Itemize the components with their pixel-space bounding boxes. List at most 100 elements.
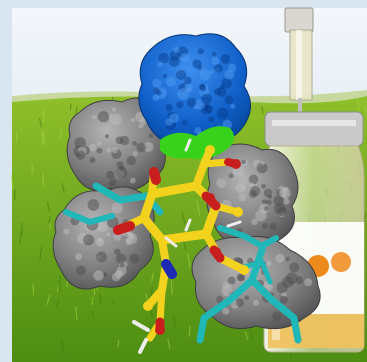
surface-bump	[136, 142, 147, 153]
surface-bump	[138, 123, 144, 129]
grass-blade	[260, 106, 264, 114]
surface-bump	[181, 119, 188, 126]
surface-bump	[63, 228, 70, 235]
grass-blade	[117, 339, 120, 348]
grass-blade	[46, 201, 50, 212]
surface-bump	[132, 140, 138, 146]
surface-bump	[97, 111, 110, 123]
syringe-icon	[284, 7, 314, 124]
surface-bump	[222, 281, 230, 289]
surface-bump	[106, 170, 115, 180]
surface-bump	[197, 48, 204, 55]
grass-blade	[91, 311, 95, 318]
grass-blade	[183, 241, 187, 251]
surface-bump	[119, 263, 125, 269]
surface-bump	[75, 265, 86, 276]
grass-blade	[41, 130, 44, 146]
surface-bump	[89, 156, 96, 163]
atom-cap	[231, 159, 241, 169]
surface-bump	[199, 69, 211, 81]
surface-bump	[285, 272, 298, 285]
surface-bump	[180, 53, 190, 62]
grass-blade	[172, 315, 177, 327]
surface-bump	[241, 159, 246, 165]
surface-bump	[214, 63, 223, 73]
surface-bump	[111, 202, 123, 214]
surface-bump	[208, 69, 214, 75]
surface-bump	[129, 253, 140, 264]
surface-bump	[273, 195, 284, 206]
atom-cap	[205, 193, 215, 203]
surface-bump	[143, 141, 154, 153]
surface-bump	[197, 65, 203, 71]
surface-bump	[106, 147, 112, 153]
surface-bump	[221, 78, 232, 89]
atom-cap	[149, 167, 159, 177]
surface-bump	[216, 107, 229, 120]
surface-bump	[119, 135, 130, 146]
surface-bump	[148, 133, 154, 139]
surface-bump	[108, 179, 117, 187]
grass-blade	[99, 293, 102, 306]
surface-bump	[238, 193, 247, 202]
grass-blade	[91, 296, 94, 306]
grass-blade	[46, 294, 51, 305]
grass-blade	[55, 299, 60, 309]
surface-bump	[165, 76, 176, 87]
surface-bump	[265, 284, 273, 291]
surface-bump	[261, 222, 268, 229]
surface-bump	[183, 76, 192, 85]
grass-blade	[49, 223, 52, 230]
grass-blade	[42, 109, 45, 122]
surface-bump	[227, 276, 236, 285]
surface-bump	[220, 54, 231, 64]
grass-blade	[56, 285, 60, 293]
grass-blade	[60, 338, 65, 354]
surface-bump	[224, 95, 234, 104]
surface-bump	[228, 173, 234, 179]
atom-caps	[113, 145, 249, 335]
surface-bump	[130, 234, 135, 239]
surface-bump	[284, 186, 289, 191]
surface-bump	[304, 278, 313, 287]
surface-bump	[255, 209, 267, 222]
atom-cap	[113, 225, 123, 235]
surface-bump	[277, 207, 287, 217]
surface-bump	[285, 256, 291, 262]
surface-bump	[260, 160, 265, 166]
surface-bump	[104, 134, 110, 139]
surface-bump	[177, 88, 189, 100]
surface-bump	[230, 103, 236, 109]
grass-blade	[39, 245, 43, 261]
surface-bump	[252, 299, 260, 306]
surface-bump	[224, 69, 235, 80]
grass-blade	[187, 252, 191, 269]
surface-bump	[109, 113, 122, 126]
grass-blade	[167, 338, 171, 350]
surface-bump	[238, 274, 246, 282]
atom-cap	[205, 145, 215, 155]
surface-bump	[173, 46, 180, 54]
surface-bump	[222, 307, 230, 315]
surface-bump	[97, 237, 103, 244]
surface-bump	[186, 97, 197, 108]
green-ligand-patch	[160, 126, 235, 159]
surface-bump	[96, 147, 103, 154]
surface-bump	[251, 218, 258, 226]
surface-bump	[111, 147, 118, 154]
surface-bump	[152, 87, 160, 94]
surface-bump	[97, 221, 108, 233]
blue-protein-surface	[138, 33, 251, 151]
surface-bump	[111, 107, 117, 112]
surface-bump	[289, 262, 300, 273]
grass-blade	[244, 331, 249, 340]
surface-bump	[216, 295, 224, 304]
surface-bump	[132, 151, 138, 157]
grass-blade	[38, 117, 43, 128]
surface-bump	[272, 311, 282, 321]
atom-cap	[233, 207, 243, 217]
grass-blade	[181, 212, 186, 225]
surface-bump	[96, 141, 102, 146]
surface-bump	[129, 177, 136, 184]
